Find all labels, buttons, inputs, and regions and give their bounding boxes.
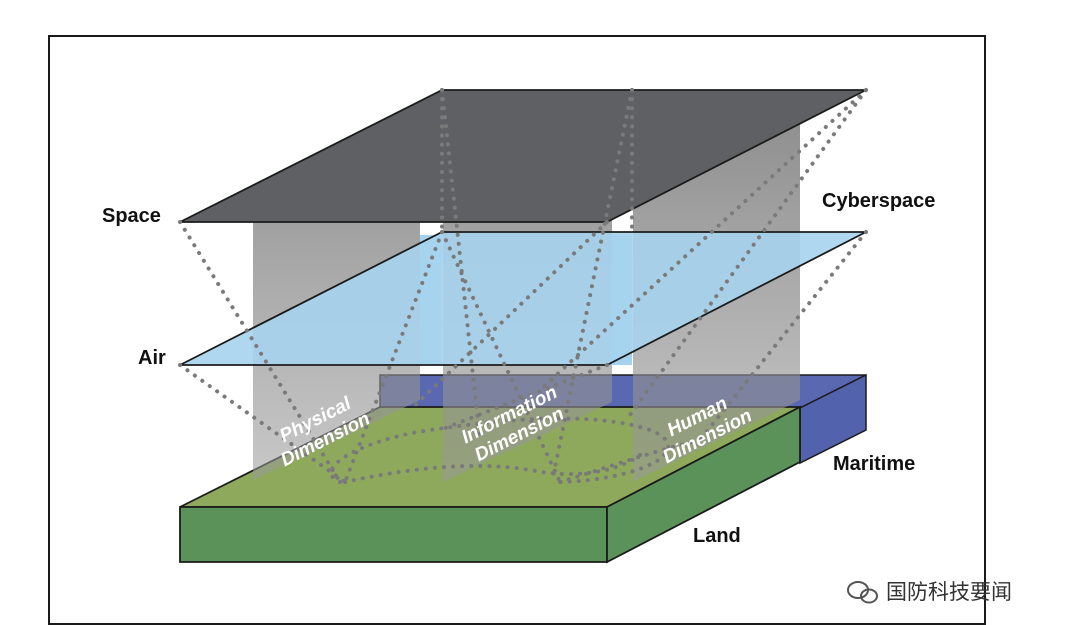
watermark: 国防科技要闻 — [847, 580, 1012, 604]
land-label: Land — [693, 525, 741, 547]
air-label: Air — [138, 347, 166, 369]
space-label: Space — [102, 205, 161, 227]
maritime-label: Maritime — [833, 453, 915, 475]
cyberspace-label: Cyberspace — [822, 190, 935, 212]
watermark-text: 国防科技要闻 — [886, 580, 1012, 604]
cyberspace-dotted-lines — [178, 88, 868, 484]
wechat-icon — [847, 581, 878, 604]
